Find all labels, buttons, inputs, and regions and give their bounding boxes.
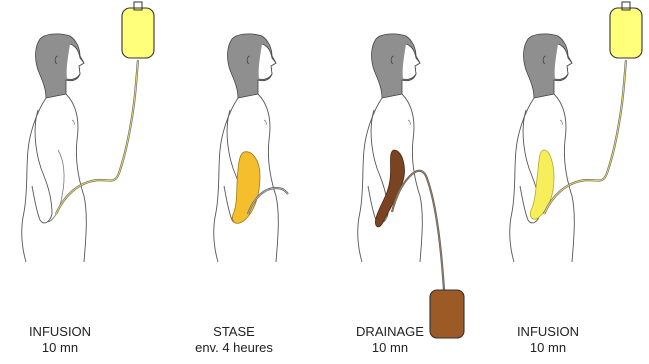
stage-duration: 10 mn xyxy=(0,340,130,356)
figure-stase xyxy=(214,34,288,262)
catheter-tube xyxy=(544,60,626,214)
stage-label-infusion-1: INFUSION 10 mn xyxy=(0,324,130,356)
stage-label-infusion-2: INFUSION 10 mn xyxy=(478,324,618,356)
peritoneal-fluid xyxy=(232,152,260,224)
figure-drainage xyxy=(358,34,464,338)
stage-duration: 10 mn xyxy=(478,340,618,356)
abdomen-outline xyxy=(48,150,64,222)
catheter-tube xyxy=(56,60,138,214)
stage-label-drainage: DRAINAGE 10 mn xyxy=(320,324,460,356)
figure-infusion-2 xyxy=(510,2,642,262)
stage-label-stase: STASE env. 4 heures xyxy=(164,324,304,356)
stage-duration: 10 mn xyxy=(320,340,460,356)
stage-title: INFUSION xyxy=(478,324,618,340)
dialysate-bag xyxy=(610,8,642,58)
dialysate-bag xyxy=(122,8,154,58)
figure-infusion-1 xyxy=(22,2,154,262)
peritoneal-fluid xyxy=(530,150,554,219)
stage-title: INFUSION xyxy=(0,324,130,340)
stage-duration: env. 4 heures xyxy=(164,340,304,356)
stage-title: DRAINAGE xyxy=(320,324,460,340)
stage-title: STASE xyxy=(164,324,304,340)
